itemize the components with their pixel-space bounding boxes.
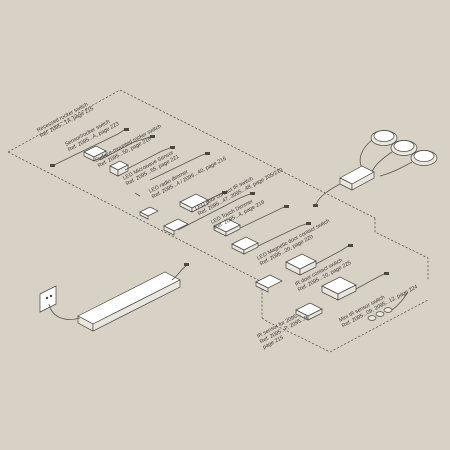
ir-door-switch-wire bbox=[315, 245, 349, 265]
surface-rocker-device bbox=[109, 160, 129, 177]
ir-door-switch-plug bbox=[348, 244, 353, 247]
ir-door-sensor bbox=[255, 274, 283, 293]
power-supply bbox=[77, 271, 181, 332]
mini-ir-switch-device bbox=[321, 276, 357, 301]
radio-remote bbox=[139, 206, 159, 220]
microwave-sensor-plug bbox=[205, 152, 210, 155]
door-contact-ir-plug bbox=[250, 192, 255, 195]
label-ir-sensor: IR sensor for 2095... Ref. 2095...P, 209… bbox=[256, 309, 313, 351]
door-contact-ir-device bbox=[163, 218, 189, 236]
touch-dimmer-device bbox=[213, 218, 241, 237]
surface-rocker-plug bbox=[170, 146, 175, 149]
frame-right-edge bbox=[374, 218, 429, 280]
ir-door-switch-device bbox=[285, 253, 317, 276]
recessed-rocker-end bbox=[50, 164, 55, 167]
distributor-plug bbox=[313, 204, 318, 207]
mini-ir-switch-plug bbox=[384, 272, 389, 275]
mini-ir-sensor-wire bbox=[391, 291, 409, 311]
spotlight-3 bbox=[410, 150, 438, 166]
radio-dimmer-wire bbox=[207, 192, 223, 201]
recessed-rocker-plug bbox=[124, 128, 129, 131]
radio-dimmer-device bbox=[179, 193, 209, 213]
touch-dimmer-wire bbox=[239, 206, 285, 229]
mini-ir-switch-wire bbox=[355, 273, 385, 290]
power-supply-plug bbox=[184, 263, 189, 266]
magnetic-door-plug bbox=[306, 222, 311, 225]
magnetic-door-device bbox=[231, 236, 259, 255]
frame-top-edge bbox=[7, 89, 376, 219]
magnetic-door-wire bbox=[257, 223, 307, 247]
door-contact-ir-wire bbox=[177, 193, 251, 231]
spotlight-2 bbox=[390, 140, 418, 156]
microwave-sensor-wire bbox=[149, 153, 206, 181]
wall-socket bbox=[39, 285, 57, 313]
frame-bottom-edge bbox=[261, 317, 331, 353]
recessed-rocker-wire bbox=[53, 129, 125, 166]
spotlight-1 bbox=[370, 130, 398, 146]
sensor-switch-plug bbox=[150, 135, 155, 138]
mains-cable bbox=[48, 303, 81, 320]
surface-rocker-wire bbox=[124, 147, 171, 171]
spotlight-wires bbox=[359, 139, 413, 177]
distributor-wire bbox=[315, 183, 341, 206]
frame-inner-dash bbox=[329, 299, 429, 353]
sensor-switch-wire bbox=[99, 136, 151, 161]
ir-sensor-device bbox=[295, 302, 323, 321]
power-supply-output-wire bbox=[171, 265, 187, 281]
touch-dimmer-plug bbox=[284, 205, 289, 208]
sensor-switch-device bbox=[83, 145, 107, 162]
distributor-block bbox=[339, 165, 375, 191]
radio-dimmer-plug bbox=[222, 191, 227, 194]
mini-ir-sensor-heads bbox=[367, 307, 393, 321]
row5-wire bbox=[134, 192, 141, 197]
